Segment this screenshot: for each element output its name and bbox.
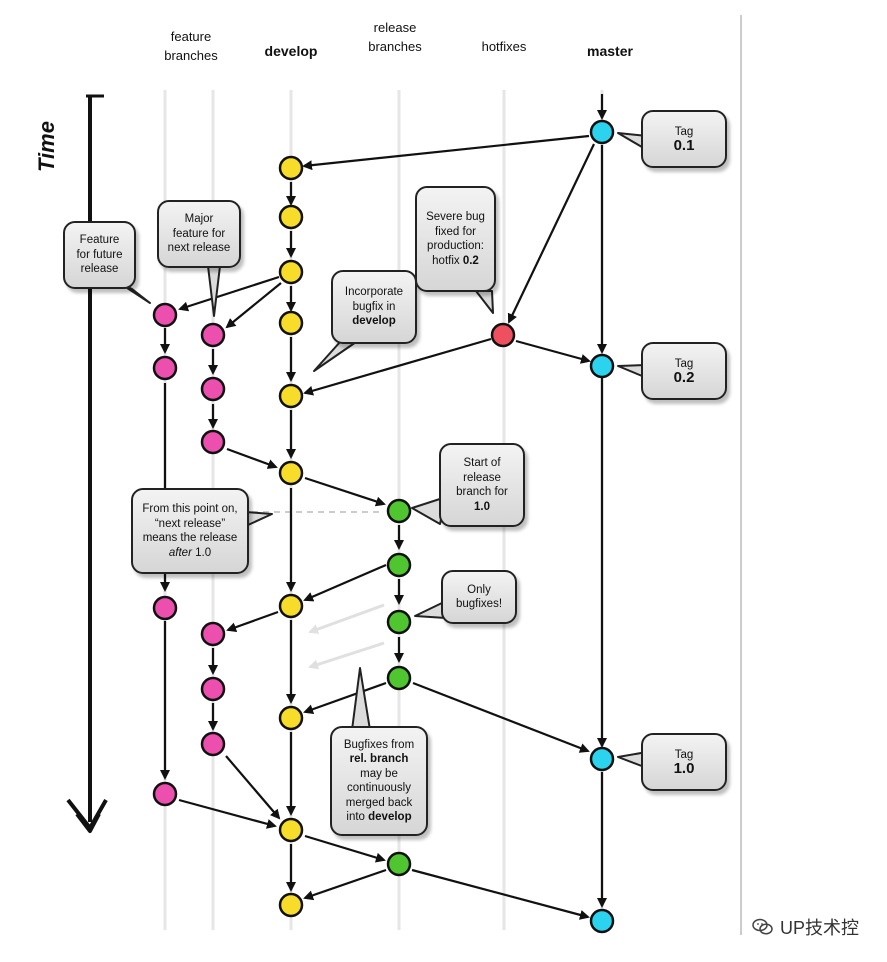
commit-master-4	[589, 908, 615, 934]
commit-arrows	[160, 94, 607, 920]
commit-develop-7	[278, 593, 304, 619]
commit-develop-6	[278, 460, 304, 486]
commit-feature1-1	[152, 302, 178, 328]
commit-develop-4	[278, 310, 304, 336]
column-header-develop: develop	[264, 43, 318, 59]
commit-release-2	[386, 552, 412, 578]
commit-develop-3	[278, 259, 304, 285]
commit-feature2-6	[200, 731, 226, 757]
commit-hotfix	[490, 322, 516, 348]
commit-feature1-3	[152, 595, 178, 621]
commit-master-1	[589, 119, 615, 145]
watermark-text: UP技术控	[779, 918, 859, 938]
commit-release-1	[386, 498, 412, 524]
time-axis-label: Time	[34, 121, 59, 172]
commit-develop-5	[278, 383, 304, 409]
commit-release-4	[386, 665, 412, 691]
commit-feature2-2	[200, 376, 226, 402]
watermark: UP技术控	[752, 914, 859, 940]
column-header-hotfixes: hotfixes	[481, 39, 527, 54]
commit-release-5	[386, 851, 412, 877]
commit-feature1-4	[152, 781, 178, 807]
commit-develop-9	[278, 817, 304, 843]
callout-from-this-point: From this point on,“next release”means t…	[131, 488, 249, 574]
wechat-icon	[752, 918, 773, 935]
commit-master-2	[589, 353, 615, 379]
commit-develop-2	[278, 204, 304, 230]
grey-arrows	[308, 603, 385, 670]
commit-develop-1	[278, 155, 304, 181]
time-axis	[66, 94, 108, 833]
commit-master-3	[589, 746, 615, 772]
column-header-master: master	[587, 43, 633, 59]
commits	[152, 119, 615, 934]
commit-feature2-1	[200, 322, 226, 348]
commit-develop-8	[278, 705, 304, 731]
commit-feature1-2	[152, 355, 178, 381]
commit-develop-10	[278, 892, 304, 918]
commit-release-3	[386, 609, 412, 635]
commit-feature2-4	[200, 621, 226, 647]
commit-feature2-5	[200, 676, 226, 702]
commit-feature2-3	[200, 429, 226, 455]
